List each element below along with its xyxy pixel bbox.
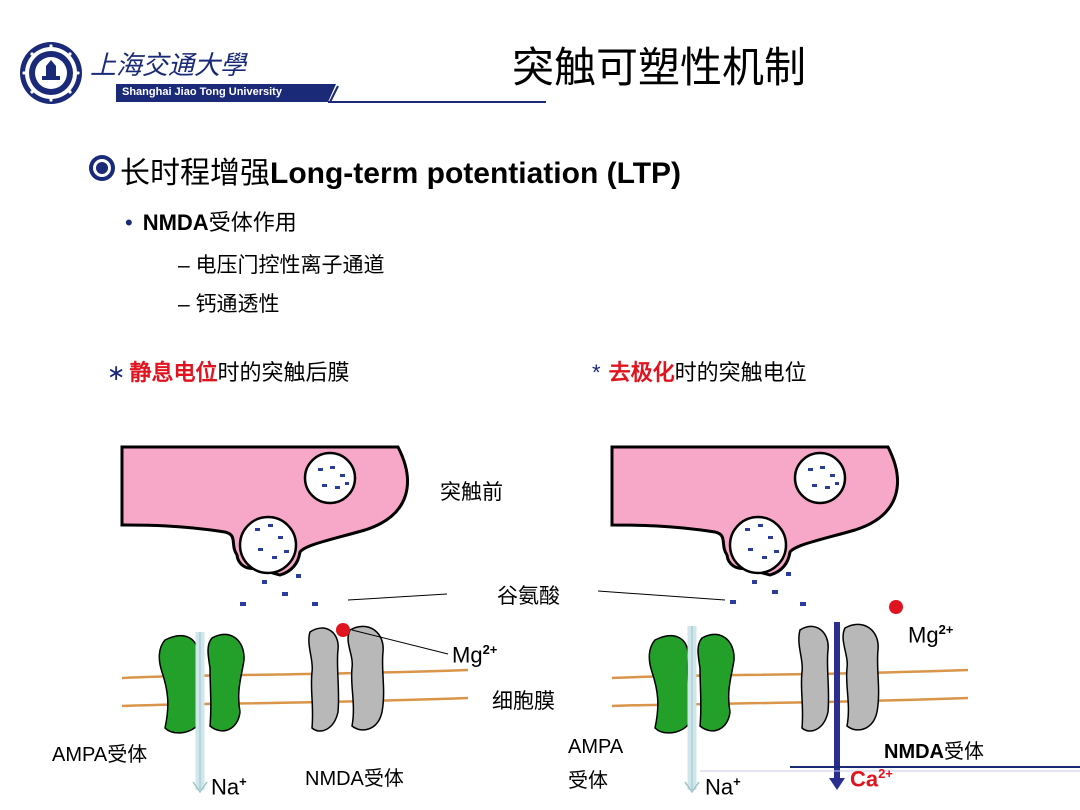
university-name-bar — [116, 84, 546, 103]
label-ca: Ca2+ — [850, 766, 893, 792]
label-presynaptic: 突触前 — [440, 481, 503, 504]
na-charge: + — [239, 774, 247, 789]
label-nmda-left: NMDA受体 — [305, 768, 404, 790]
na-charge: + — [733, 774, 741, 789]
label-membrane: 细胞膜 — [492, 690, 555, 713]
bullet-nmda: • NMDA受体作用 — [125, 205, 297, 237]
glutamate-pointer-right — [597, 590, 726, 601]
label-ampa-right-1: AMPA — [568, 736, 624, 758]
glutamate-dots-right — [730, 466, 839, 606]
mg-text: Mg — [452, 642, 483, 668]
bullet-dot-icon: • — [125, 210, 133, 235]
nmda-right-en: NMDA — [884, 741, 944, 763]
caption-depolarized-red: 去极化 — [608, 360, 675, 385]
na-arrow-right-head — [684, 781, 700, 794]
bullet-cn: 受体作用 — [208, 210, 297, 235]
asterisk-icon: * — [592, 360, 601, 385]
slide-title: 突触可塑性机制 — [512, 43, 807, 92]
ca-arrow-head — [829, 778, 845, 790]
heading-cn: 长时程增强 — [120, 157, 270, 190]
mg-text: Mg — [908, 622, 939, 648]
caption-depolarized-rest: 时的突触电位 — [674, 360, 807, 385]
mg-ion-right — [889, 600, 903, 614]
main-heading: 长时程增强Long-term potentiation (LTP) — [120, 148, 681, 192]
na-text: Na — [211, 774, 240, 800]
glutamate-dots-left — [240, 466, 349, 606]
nmda-right-cn: 受体 — [944, 741, 984, 763]
mg-charge: 2+ — [938, 622, 954, 637]
bullet-en: NMDA — [142, 210, 209, 235]
na-text: Na — [705, 774, 734, 800]
sub-item-calcium: – 钙通透性 — [178, 293, 280, 316]
caption-resting-rest: 时的突触后膜 — [217, 360, 350, 385]
university-name-cn: 上海交通大學 — [90, 51, 247, 81]
label-ampa-right-2: 受体 — [568, 770, 608, 792]
membrane-right — [611, 668, 969, 708]
label-mg-right: Mg2+ — [908, 622, 953, 648]
caption-depolarized: * 去极化时的突触电位 — [592, 355, 807, 387]
label-na-right: Na+ — [705, 774, 741, 800]
nmda-receptor-right — [798, 623, 880, 732]
caption-resting-red: 静息电位 — [129, 360, 218, 385]
heading-en: Long-term potentiation (LTP) — [270, 157, 682, 190]
presynaptic-terminal-left — [120, 445, 409, 577]
na-arrow-left-head — [192, 781, 208, 794]
asterisk-icon: ∗ — [107, 360, 126, 385]
membrane-left — [121, 668, 469, 708]
presynaptic-terminal-right — [610, 445, 899, 577]
label-ampa-left: AMPA受体 — [52, 744, 148, 766]
label-mg-left: Mg2+ — [452, 642, 497, 668]
ampa-receptor-right — [648, 633, 735, 734]
seal-bullet-icon — [89, 155, 115, 181]
mg-ion-left — [336, 623, 350, 637]
caption-resting: ∗静息电位时的突触后膜 — [107, 355, 349, 387]
ampa-receptor-left — [158, 633, 245, 734]
mg-pointer-left — [351, 629, 449, 655]
ca-charge: 2+ — [878, 766, 893, 781]
logo-seal-icon — [20, 42, 82, 104]
glutamate-pointer-left — [347, 593, 448, 601]
ca-text: Ca — [850, 766, 879, 792]
label-na-left: Na+ — [211, 774, 247, 800]
mg-charge: 2+ — [482, 642, 498, 657]
university-name-en: Shanghai Jiao Tong University — [122, 86, 282, 98]
label-nmda-right: NMDA受体 — [884, 735, 984, 764]
label-glutamate: 谷氨酸 — [497, 585, 560, 608]
nmda-receptor-left — [308, 625, 385, 732]
sub-item-voltage-gated: – 电压门控性离子通道 — [178, 254, 385, 277]
